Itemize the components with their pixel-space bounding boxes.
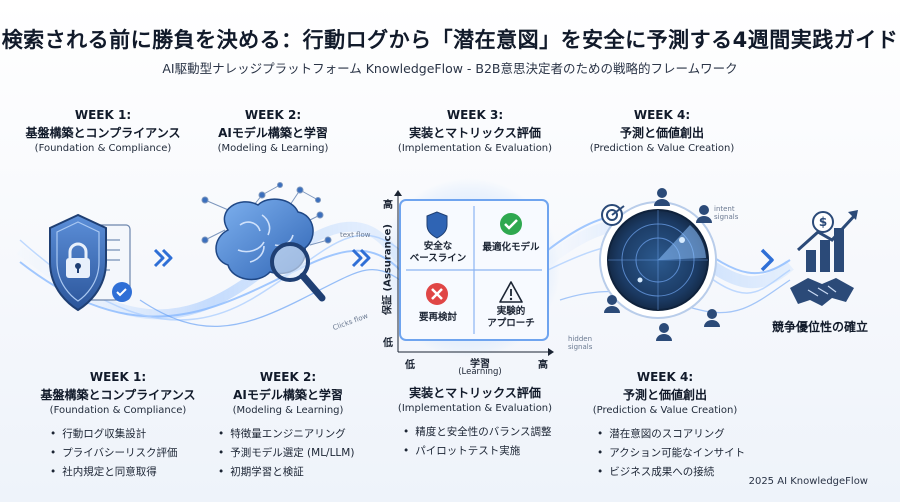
phase-english: (Prediction & Value Creation) [592, 405, 738, 416]
phase-title: 基盤構築とコンプライアンス [25, 126, 181, 140]
top-phase-week3: WEEK 3: 実装とマトリックス評価 (Implementation & Ev… [380, 108, 570, 154]
phase-title: 実装とマトリックス評価 [409, 386, 541, 400]
bottom-phase-week1: WEEK 1: 基盤構築とコンプライアンス (Foundation & Comp… [18, 370, 218, 483]
phase-title: 実装とマトリックス評価 [409, 126, 541, 140]
chevron-right-icon [153, 248, 774, 272]
chart-up-icon [796, 210, 858, 272]
list-item: 特徴量エンジニアリング [218, 426, 388, 441]
result-label: 競争優位性の確立 [772, 320, 869, 334]
y-axis-label: 保証 (Assurance) [382, 224, 394, 315]
x-axis-label: 学習 [470, 359, 490, 370]
list-item: パイロットテスト実施 [403, 443, 575, 458]
radar-icon [599, 201, 717, 319]
top-phase-week2: WEEK 2: AIモデル構築と学習 (Modeling & Learning) [178, 108, 368, 154]
assurance-learning-matrix [394, 190, 554, 356]
list-item: 行動ログ収集設計 [50, 426, 218, 441]
week-label: WEEK 2: [244, 108, 302, 122]
list-item: プライバシーリスク評価 [50, 445, 218, 460]
phase-title: 予測と価値創出 [622, 388, 707, 402]
x-high-label: 高 [538, 360, 548, 371]
shield-lock-icon [49, 213, 132, 312]
phase-english: (Modeling & Learning) [232, 405, 344, 416]
list-item: アクション可能なインサイト [597, 445, 765, 460]
handshake-icon [790, 278, 854, 306]
intent-signals-label: intent signals [714, 205, 739, 221]
week-label: WEEK 3: [446, 108, 504, 122]
week-label: WEEK 4: [633, 108, 691, 122]
list-item: 初期学習と検証 [218, 464, 388, 479]
shield-icon [426, 211, 448, 239]
y-low-label: 低 [383, 338, 393, 349]
phase-title: AIモデル構築と学習 [218, 126, 328, 140]
top-phase-week1: WEEK 1: 基盤構築とコンプライアンス (Foundation & Comp… [8, 108, 198, 154]
text-flow-label: text flow [340, 231, 371, 239]
person-icon [604, 188, 720, 341]
warning-icon [499, 281, 523, 303]
dollar-icon: $ [812, 211, 834, 233]
phase-english: (Implementation & Evaluation) [397, 403, 553, 414]
x-axis-english: (Learning) [458, 367, 502, 377]
x-low-label: 低 [405, 360, 415, 371]
week-label: WEEK 4: [636, 370, 694, 384]
hidden-signals-label: hidden signals [568, 335, 593, 351]
top-phase-week4: WEEK 4: 予測と価値創出 (Prediction & Value Crea… [567, 108, 757, 154]
x-icon [426, 283, 448, 305]
target-icon [601, 204, 625, 226]
footer-copyright: 2025 AI KnowledgeFlow [748, 476, 868, 487]
cell-safe-baseline: 安全な ベースライン [409, 241, 467, 264]
brain-icon [201, 182, 332, 281]
week-label: WEEK 2: [259, 370, 317, 384]
phase-english: (Prediction & Value Creation) [589, 143, 735, 154]
week-label: WEEK 1: [74, 108, 132, 122]
page-title: 検索される前に勝負を決める：行動ログから「潜在意図」を安全に予測する4週間実践ガ… [1, 28, 899, 52]
list-item: ビジネス成果への接続 [597, 464, 765, 479]
list-item: 予測モデル選定 (ML/LLM) [218, 445, 388, 460]
cell-experimental: 実験的 アプローチ [487, 306, 535, 329]
list-item: 社内規定と同意取得 [50, 464, 218, 479]
bottom-phase-week3: 実装とマトリックス評価 (Implementation & Evaluation… [375, 382, 575, 462]
y-high-label: 高 [383, 200, 393, 211]
list-item: 潜在意図のスコアリング [597, 426, 765, 441]
magnifier-icon [270, 242, 326, 302]
bottom-phase-week4: WEEK 4: 予測と価値創出 (Prediction & Value Crea… [565, 370, 765, 483]
page-subtitle: AI駆動型ナレッジプラットフォーム KnowledgeFlow - B2B意思決… [162, 61, 738, 76]
phase-english: (Foundation & Compliance) [34, 143, 172, 154]
phase-title: AIモデル構築と学習 [233, 388, 343, 402]
cell-reconsider: 要再検討 [418, 312, 457, 323]
list-item: 精度と安全性のバランス調整 [403, 424, 575, 439]
phase-english: (Implementation & Evaluation) [397, 143, 553, 154]
phase-english: (Foundation & Compliance) [49, 405, 187, 416]
svg-text:$: $ [819, 215, 827, 229]
phase-title: 基盤構築とコンプライアンス [40, 388, 196, 402]
check-icon [500, 213, 522, 235]
week-label: WEEK 1: [89, 370, 147, 384]
bottom-phase-week2: WEEK 2: AIモデル構築と学習 (Modeling & Learning)… [188, 370, 388, 483]
phase-english: (Modeling & Learning) [217, 143, 329, 154]
phase-title: 予測と価値創出 [619, 126, 704, 140]
cell-optimized-model: 最適化モデル [482, 242, 540, 253]
